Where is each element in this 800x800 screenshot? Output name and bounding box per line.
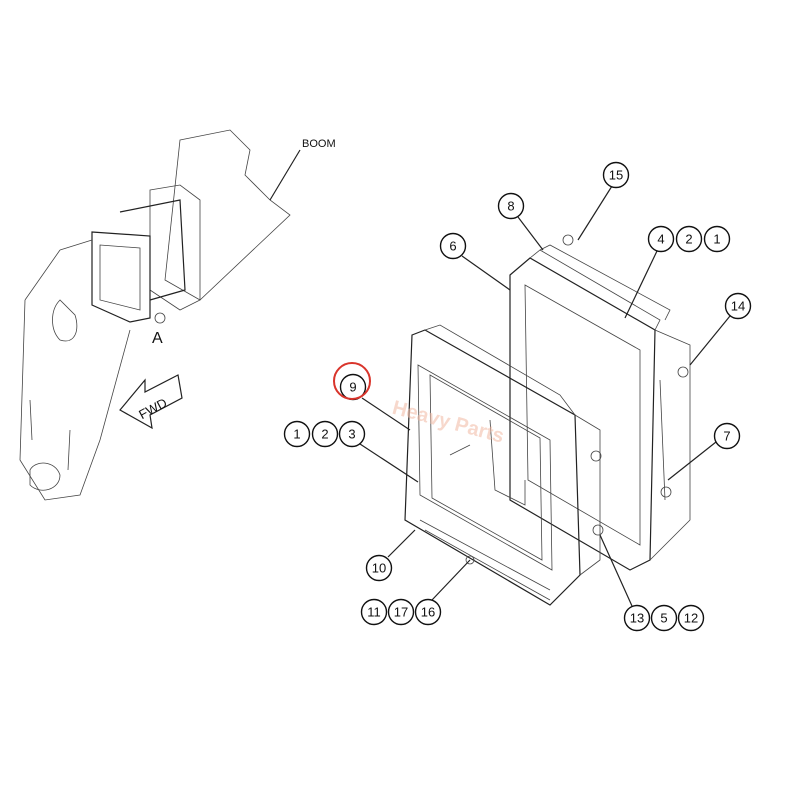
callout-17: 17 bbox=[387, 598, 415, 626]
callout-6: 6 bbox=[439, 232, 467, 260]
callout-circle bbox=[311, 420, 339, 448]
callout-circle bbox=[724, 292, 752, 320]
callout-1: 1 bbox=[283, 420, 311, 448]
callout-12: 12 bbox=[677, 604, 705, 632]
callout-1: 1 bbox=[703, 225, 731, 253]
callout-circle bbox=[439, 232, 467, 260]
callout-number: 10 bbox=[372, 561, 386, 576]
callout-circle bbox=[414, 598, 442, 626]
callout-circle bbox=[677, 604, 705, 632]
callout-circle bbox=[703, 225, 731, 253]
callout-number: 9 bbox=[349, 380, 356, 395]
callout-circle bbox=[365, 554, 393, 582]
callout-2: 2 bbox=[311, 420, 339, 448]
boom-overview bbox=[19, 129, 291, 501]
callout-number: 12 bbox=[684, 611, 698, 626]
callout-10: 10 bbox=[365, 554, 393, 582]
callout-circle bbox=[387, 598, 415, 626]
callout-number: 11 bbox=[367, 605, 381, 620]
callout-number: 4 bbox=[657, 232, 664, 247]
callout-16: 16 bbox=[414, 598, 442, 626]
callout-7: 7 bbox=[713, 422, 741, 450]
callout-number: 16 bbox=[421, 605, 435, 620]
callout-number: 2 bbox=[321, 427, 328, 442]
callout-number: 5 bbox=[660, 611, 667, 626]
callout-circle bbox=[713, 422, 741, 450]
callout-number: 13 bbox=[630, 611, 644, 626]
callout-4: 4 bbox=[647, 225, 675, 253]
callout-13: 13 bbox=[623, 604, 651, 632]
callout-number: 17 bbox=[394, 605, 408, 620]
callout-number: 3 bbox=[348, 427, 355, 442]
callout-circle bbox=[338, 420, 366, 448]
callout-circle bbox=[675, 225, 703, 253]
callout-circle bbox=[602, 161, 630, 189]
highlight-ring bbox=[333, 362, 371, 400]
callout-circle bbox=[647, 225, 675, 253]
callout-number: 15 bbox=[609, 168, 623, 183]
callout-5: 5 bbox=[650, 604, 678, 632]
callout-circle bbox=[650, 604, 678, 632]
callout-circle bbox=[360, 598, 388, 626]
leader-lines bbox=[359, 185, 731, 607]
callout-number: 6 bbox=[449, 239, 456, 254]
callout-15: 15 bbox=[602, 161, 630, 189]
callout-number: 1 bbox=[293, 427, 300, 442]
callout-number: 7 bbox=[723, 429, 730, 444]
callout-circle bbox=[623, 604, 651, 632]
boom-label: BOOM bbox=[302, 138, 336, 150]
callout-circle bbox=[283, 420, 311, 448]
callout-number: 14 bbox=[731, 299, 745, 314]
callout-3: 3 bbox=[338, 420, 366, 448]
callout-14: 14 bbox=[724, 292, 752, 320]
callout-number: 1 bbox=[713, 232, 720, 247]
fwd-arrow-icon: FWD bbox=[119, 374, 183, 430]
callout-number: 2 bbox=[685, 232, 692, 247]
callout-11: 11 bbox=[360, 598, 388, 626]
guard-assembly bbox=[404, 234, 691, 606]
callout-8: 8 bbox=[497, 192, 525, 220]
callout-number: 8 bbox=[507, 199, 514, 214]
callout-2: 2 bbox=[675, 225, 703, 253]
view-a-label: A bbox=[152, 330, 163, 347]
callout-circle bbox=[497, 192, 525, 220]
fwd-label: FWD bbox=[136, 395, 169, 422]
